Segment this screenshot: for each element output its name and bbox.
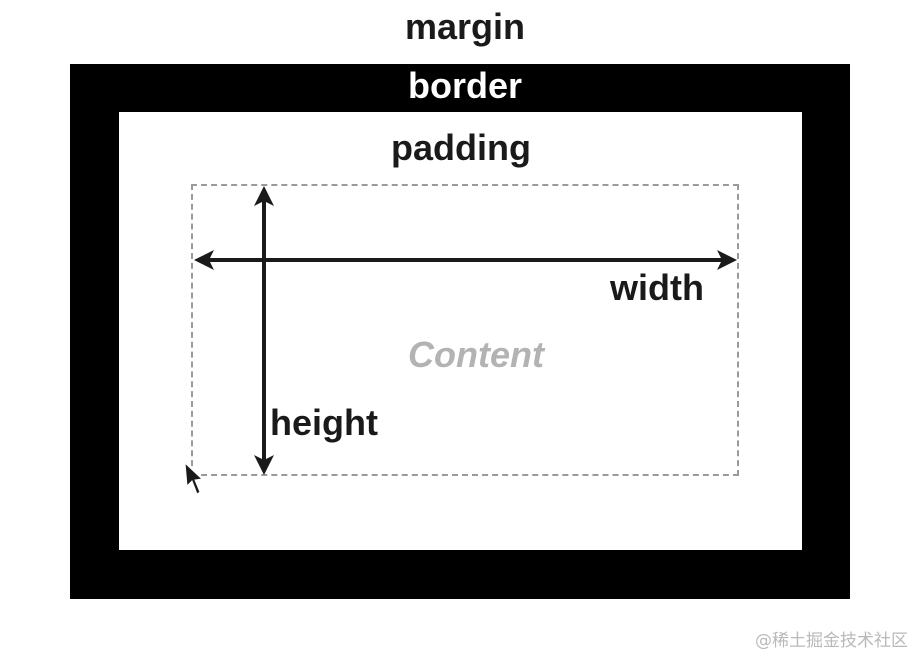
mouse-cursor-icon <box>184 461 204 495</box>
watermark: @稀土掘金技术社区 <box>755 631 908 651</box>
margin-label: margin <box>404 6 526 47</box>
width-arrow <box>194 250 737 270</box>
border-label: border <box>407 65 522 106</box>
width-label: width <box>610 267 704 308</box>
content-box <box>191 184 739 476</box>
content-label: Content <box>408 334 544 375</box>
height-arrow <box>254 186 274 475</box>
padding-label: padding <box>391 127 531 168</box>
height-label: height <box>270 402 378 443</box>
